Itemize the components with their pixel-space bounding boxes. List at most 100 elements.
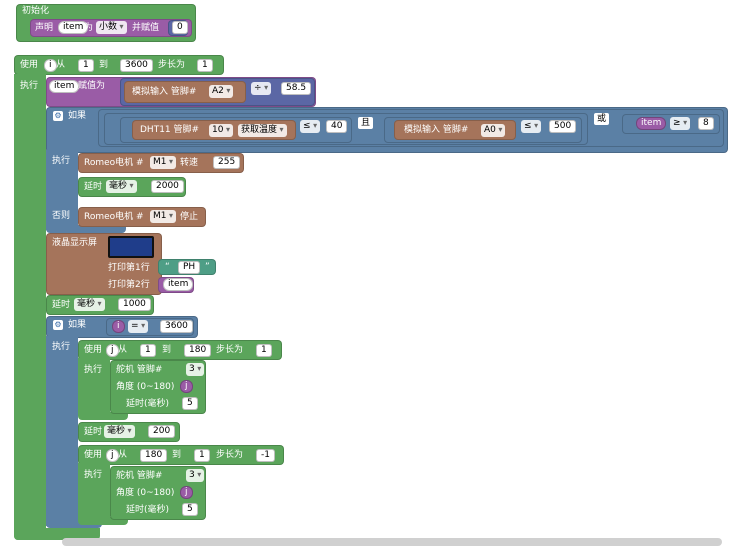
declare-var-field[interactable]: item — [58, 21, 89, 34]
motor-speed-value-field[interactable]: 255 — [213, 156, 241, 169]
delay-200-label: 延时 — [84, 427, 103, 437]
servo1-angle-var[interactable]: j — [180, 380, 193, 393]
horizontal-scrollbar[interactable] — [62, 538, 722, 546]
loop-j-down-start-field[interactable]: 180 — [140, 449, 168, 462]
analog-a2-pin-dropdown[interactable]: A2 — [209, 85, 234, 98]
loop-j-down-use-label: 使用 — [84, 450, 103, 460]
if2-foot — [46, 520, 102, 528]
dht11-label: DHT11 管脚# — [140, 125, 200, 135]
if1-gear-icon[interactable]: ⚙ — [53, 111, 63, 121]
loop-i-var-field[interactable]: i — [44, 59, 57, 72]
declare-type-dropdown[interactable]: 小数 — [96, 21, 127, 34]
delay-2000-label: 延时 — [84, 182, 103, 192]
cmp-a0-op-dropdown[interactable]: ≤ — [521, 120, 542, 133]
servo2-delay-field[interactable]: 5 — [182, 503, 198, 516]
loop-i-step-field[interactable]: 1 — [197, 59, 213, 72]
loop-j-down-step-field[interactable]: -1 — [256, 449, 275, 462]
loop-j-up-to-label: 到 — [162, 345, 172, 355]
cmp-dht-value-field[interactable]: 40 — [326, 120, 348, 133]
loop-j-up-foot — [78, 412, 128, 420]
if2-op-dropdown[interactable]: = — [128, 320, 149, 333]
loop-j-down-from-label: 从 — [118, 450, 128, 460]
servo2-angle-label: 角度 (0~180) — [116, 488, 175, 498]
delay-200-value-field[interactable]: 200 — [148, 425, 176, 438]
motor-stop-id-dropdown[interactable]: M1 — [150, 210, 177, 223]
loop-j-down-block[interactable] — [78, 445, 284, 465]
analog-a2-label: 模拟输入 管脚# — [132, 87, 197, 97]
loop-j-up-step-field[interactable]: 1 — [256, 344, 272, 357]
delay-200-unit-dropdown[interactable]: 毫秒 — [104, 425, 135, 438]
if1-label: 如果 — [68, 111, 87, 121]
delay-1000-value-field[interactable]: 1000 — [118, 298, 151, 311]
cmp-item-var[interactable]: item — [636, 117, 667, 130]
loop-j-down-foot — [78, 517, 128, 525]
loop-j-up-end-field[interactable]: 180 — [184, 344, 212, 357]
if1-foot — [46, 225, 126, 233]
assign-item-var[interactable]: item — [49, 80, 80, 93]
text-value-field[interactable]: PH — [178, 261, 201, 274]
if2-gear-icon[interactable]: ⚙ — [53, 320, 63, 330]
loop-i-end-field[interactable]: 3600 — [120, 59, 153, 72]
lcd-label: 液晶显示屏 — [52, 238, 98, 248]
servo2-label: 舵机 管脚# — [116, 471, 163, 481]
loop-j-up-use-label: 使用 — [84, 345, 103, 355]
loop-i-from-label: 从 — [56, 60, 66, 70]
delay-1000-unit-dropdown[interactable]: 毫秒 — [74, 298, 105, 311]
servo2-angle-var[interactable]: j — [180, 486, 193, 499]
loop-i-start-field[interactable]: 1 — [78, 59, 94, 72]
or-label: 或 — [594, 113, 610, 125]
cmp-dht-op-dropdown[interactable]: ≤ — [300, 120, 321, 133]
servo1-pin-dropdown[interactable]: 3 — [186, 363, 205, 376]
loop-i-spine — [14, 74, 46, 540]
cmp-item-op-dropdown[interactable]: ≥ — [670, 117, 691, 130]
loop-j-up-start-field[interactable]: 1 — [140, 344, 156, 357]
divide-value-field[interactable]: 58.5 — [281, 82, 312, 95]
lcd-row2-item-var[interactable]: item — [163, 278, 194, 291]
lcd-row2-label: 打印第2行 — [108, 280, 150, 290]
loop-j-up-from-label: 从 — [118, 345, 128, 355]
divide-op-dropdown[interactable]: ÷ — [251, 82, 272, 95]
loop-j-up-block[interactable] — [78, 340, 282, 360]
delay-2000-value-field[interactable]: 2000 — [151, 180, 184, 193]
declare-value-field[interactable]: 0 — [172, 21, 188, 34]
cmp-item-value-field[interactable]: 8 — [698, 117, 714, 130]
loop-i-foot — [14, 528, 100, 540]
servo1-delay-label: 延时(毫秒) — [126, 399, 170, 409]
dht11-mode-dropdown[interactable]: 获取温度 — [238, 124, 287, 137]
servo2-delay-label: 延时(毫秒) — [126, 505, 170, 515]
loop-j-up-spine — [78, 358, 110, 416]
text-close-quote-icon: ” — [205, 262, 210, 272]
servo1-label: 舵机 管脚# — [116, 365, 163, 375]
delay-2000-unit-dropdown[interactable]: 毫秒 — [106, 180, 137, 193]
motor-stop-stop-label: 停止 — [180, 212, 199, 222]
analog-a0-pin-dropdown[interactable]: A0 — [481, 124, 506, 137]
else1-label: 否则 — [52, 211, 71, 221]
motor-speed-label: Romeo电机 # — [84, 158, 144, 168]
dht11-pin-dropdown[interactable]: 10 — [209, 124, 234, 137]
declare-assign-label: 并赋值 — [132, 23, 160, 33]
servo1-angle-label: 角度 (0~180) — [116, 382, 175, 392]
loop-j-up-var[interactable]: j — [106, 344, 119, 357]
if2-label: 如果 — [68, 320, 87, 330]
motor-speed-id-dropdown[interactable]: M1 — [150, 156, 177, 169]
loop-i-use-label: 使用 — [20, 60, 39, 70]
servo2-pin-dropdown[interactable]: 3 — [186, 469, 205, 482]
delay-1000-label: 延时 — [52, 300, 71, 310]
if2-value-field[interactable]: 3600 — [160, 320, 193, 333]
loop-j-down-var[interactable]: j — [106, 449, 119, 462]
if2-spine — [46, 336, 78, 526]
loop-i-to-label: 到 — [99, 60, 109, 70]
loop-i-exec-label: 执行 — [20, 81, 39, 91]
loop-i-block[interactable] — [14, 55, 224, 75]
text-open-quote-icon: “ — [165, 262, 170, 272]
lcd-screen-icon — [108, 236, 154, 258]
loop-j-down-spine — [78, 463, 110, 521]
cmp-a0-value-field[interactable]: 500 — [549, 120, 577, 133]
if2-var[interactable]: i — [112, 320, 125, 333]
servo1-delay-field[interactable]: 5 — [182, 397, 198, 410]
init-hat-label: 初始化 — [22, 6, 50, 16]
loop-j-down-step-label: 步长为 — [216, 450, 244, 460]
declare-label: 声明 — [35, 23, 54, 33]
if1-spine — [46, 150, 78, 230]
loop-j-down-end-field[interactable]: 1 — [194, 449, 210, 462]
